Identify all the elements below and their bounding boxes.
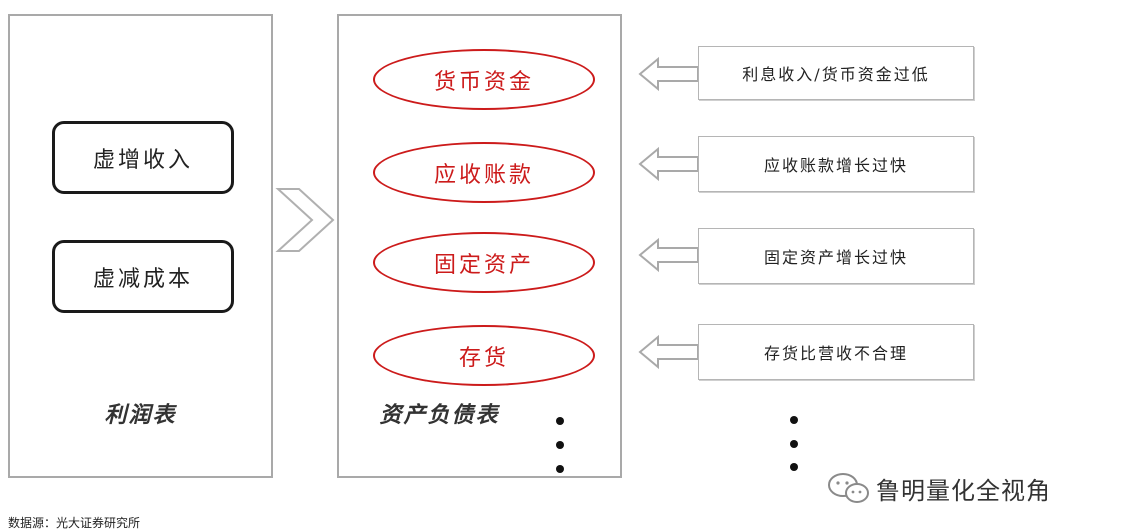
oval-inventory: 存货 bbox=[373, 325, 595, 386]
indicator-box-inventory-ratio: 存货比营收不合理 bbox=[698, 324, 974, 380]
ellipsis-dot bbox=[790, 440, 798, 448]
arrow-left-icon bbox=[638, 56, 699, 92]
brand-watermark: 鲁明量化全视角 bbox=[826, 470, 1051, 506]
reduced-cost-box: 虚减成本 bbox=[52, 240, 234, 313]
income-statement-title: 利润表 bbox=[104, 402, 177, 428]
brand-name: 鲁明量化全视角 bbox=[876, 476, 1051, 505]
source-note: 数据源：光大证券研究所 bbox=[8, 516, 141, 530]
arrow-left-icon bbox=[638, 146, 699, 182]
indicator-box-receivables-growth: 应收账款增长过快 bbox=[698, 136, 974, 192]
indicator-box-interest-cash: 利息收入/货币资金过低 bbox=[698, 46, 974, 100]
arrow-left-icon bbox=[638, 334, 699, 370]
ellipsis-dot bbox=[556, 417, 564, 425]
chevron-right-icon bbox=[275, 188, 335, 252]
ellipsis-dot bbox=[556, 441, 564, 449]
balance-sheet-title: 资产负债表 bbox=[379, 402, 500, 428]
ellipsis-dot bbox=[790, 416, 798, 424]
oval-receivables: 应收账款 bbox=[373, 142, 595, 203]
oval-cash: 货币资金 bbox=[373, 49, 595, 110]
indicator-box-fixed-assets-growth: 固定资产增长过快 bbox=[698, 228, 974, 284]
arrow-left-icon bbox=[638, 237, 699, 273]
wechat-icon bbox=[828, 473, 869, 503]
inflated-revenue-box: 虚增收入 bbox=[52, 121, 234, 194]
ellipsis-dot bbox=[790, 463, 798, 471]
oval-fixed-assets: 固定资产 bbox=[373, 232, 595, 293]
ellipsis-dot bbox=[556, 465, 564, 473]
